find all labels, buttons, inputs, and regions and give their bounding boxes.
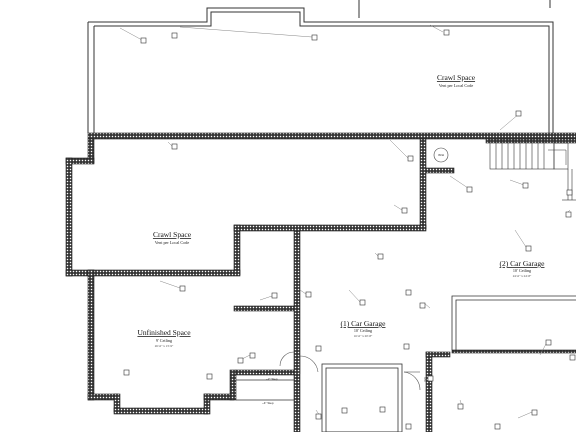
room-title: Crawl Space [153, 230, 192, 239]
room-title: Crawl Space [437, 73, 476, 82]
room-ceiling: 10' Ceiling [513, 268, 532, 273]
room-title: (2) Car Garage [500, 259, 546, 268]
room-ceiling: 10' Ceiling [354, 328, 373, 333]
crawl-space-top-walls [87, 0, 554, 133]
water-heater-label: W/H [438, 153, 444, 157]
room-title: (1) Car Garage [341, 319, 387, 328]
leader-lines [119, 24, 571, 419]
room-crawl-space-left: Crawl Space Vent per Local Code [153, 230, 192, 245]
door-size-label: 3x6 [423, 377, 427, 382]
room-dimensions: 26'-6" x 13'-9" [155, 344, 174, 348]
room-unfinished-space: Unfinished Space 9' Ceiling 26'-6" x 13'… [137, 328, 191, 348]
interior-lines [236, 147, 576, 432]
door-size-label: 3x6 [266, 370, 271, 374]
door-size-label: 2x6 [256, 370, 261, 374]
room-note: Vent per Local Code [439, 83, 474, 88]
room-note: Vent per Local Code [155, 240, 190, 245]
room-dimensions: 24'-6" x 24'-8" [513, 274, 532, 278]
room-crawl-space-top: Crawl Space Vent per Local Code [437, 73, 476, 88]
foundation-walls [65, 132, 576, 432]
room-title: Unfinished Space [137, 328, 191, 337]
room-ceiling: 9' Ceiling [156, 338, 173, 343]
room-one-car-garage: (1) Car Garage 10' Ceiling 16'-6" x 20'-… [341, 319, 387, 338]
step-note: ~4" Step [262, 401, 274, 405]
stairs [489, 138, 576, 201]
room-dimensions: 16'-6" x 20'-8" [354, 334, 373, 338]
step-note: ~2" Step [266, 377, 278, 381]
room-two-car-garage: (2) Car Garage 10' Ceiling 24'-6" x 24'-… [500, 259, 546, 278]
outlet-symbols [123, 29, 576, 430]
